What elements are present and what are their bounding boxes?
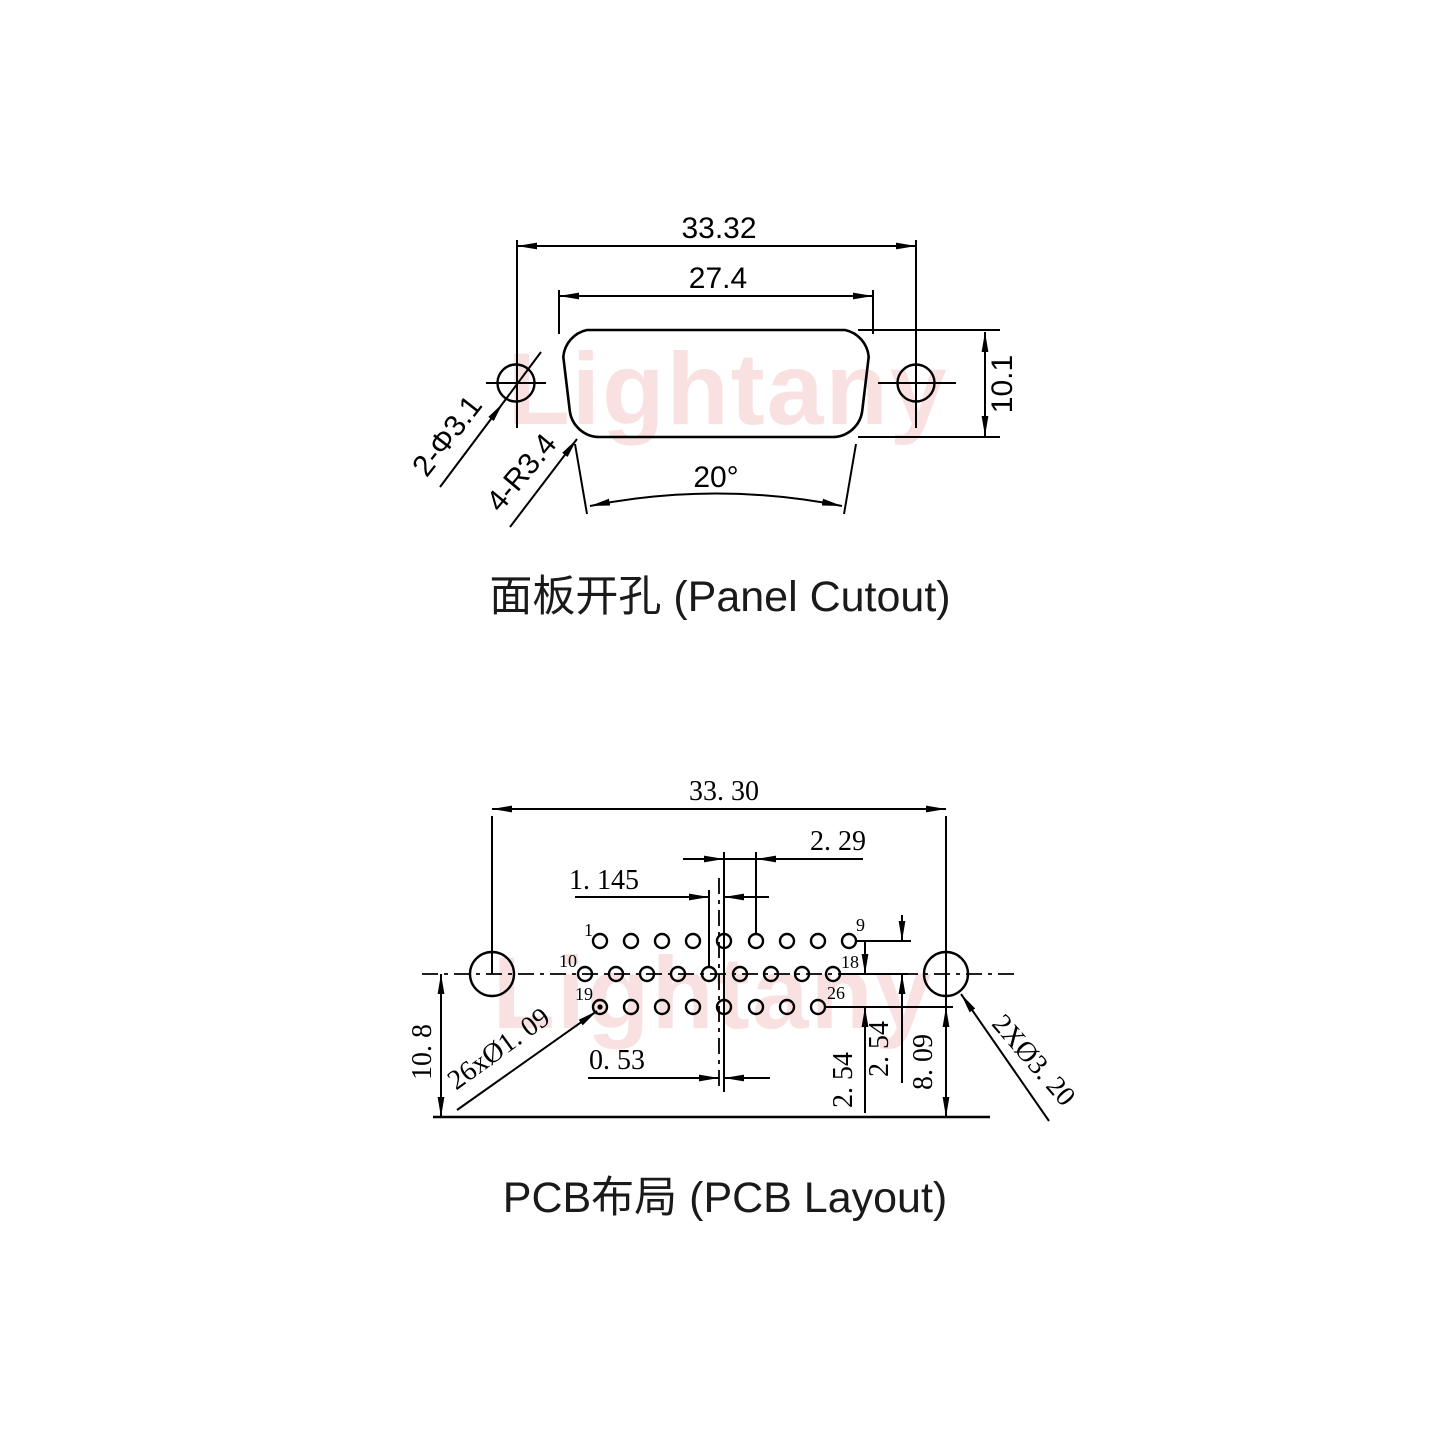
panel-angle-dim: 20°	[574, 443, 857, 515]
pcb-dim-overall-height-label: 10. 8	[407, 1024, 438, 1080]
pin-label-9: 9	[856, 915, 865, 935]
pcb-mount-hole-left	[468, 950, 516, 998]
panel-mount-hole-label: 2-Φ3.1	[406, 390, 489, 483]
pin-label-10: 10	[559, 951, 577, 971]
pin-label-18: 18	[841, 952, 859, 972]
pcb-dim-row-spacing-left-label: 2. 54	[828, 1052, 859, 1108]
panel-cutout-title: 面板开孔 (Panel Cutout)	[489, 573, 950, 621]
panel-dim-outer-width-label: 33.32	[681, 212, 756, 245]
pcb-dim-center-offset-label: 0. 53	[589, 1045, 645, 1076]
panel-dim-outer-width: 33.32	[516, 212, 917, 428]
panel-dim-inner-width-label: 27.4	[689, 262, 747, 295]
panel-dim-height: 10.1	[858, 329, 1019, 438]
panel-angle-label: 20°	[693, 461, 738, 494]
pcb-dim-bottom-row-height: 8. 09	[908, 974, 950, 1117]
pcb-dim-bottom-row-height-label: 8. 09	[908, 1034, 939, 1090]
pcb-dim-row-offset-label: 1. 145	[569, 865, 639, 896]
watermark-text-top: Lightany	[508, 332, 949, 446]
pin-row-1	[591, 932, 858, 950]
pin-label-19: 19	[575, 984, 593, 1004]
pin-number-labels: 1 9 10 18 19 26	[559, 915, 865, 1004]
pcb-dim-row-spacing-left: 2. 54	[828, 941, 869, 1113]
pin-row-2	[576, 965, 842, 983]
pin-row-3	[591, 998, 827, 1016]
pcb-dim-row-spacing-right-label: 2. 54	[864, 1021, 895, 1077]
panel-cutout-drawing: Lightany 33.32 27.4	[406, 212, 1019, 621]
pcb-mount-hole-label: 2XØ3. 20	[985, 1009, 1081, 1113]
pcb-dim-mount-span-label: 33. 30	[689, 776, 759, 807]
pcb-dim-pin-pitch-label: 2. 29	[810, 826, 866, 857]
pcb-column-extension-lines	[708, 852, 757, 1092]
pcb-dim-overall-height: 10. 8	[407, 974, 445, 1117]
pcb-dim-pin-pitch: 2. 29	[683, 826, 866, 863]
pcb-layout-title: PCB布局 (PCB Layout)	[503, 1174, 947, 1222]
pcb-dim-row-offset: 1. 145	[569, 865, 769, 901]
pcb-mount-hole-callout: 2XØ3. 20	[960, 993, 1081, 1122]
panel-dim-height-label: 10.1	[986, 355, 1019, 413]
pin-label-26: 26	[827, 983, 845, 1003]
panel-mount-hole-right	[878, 363, 956, 403]
pcb-dim-row-spacing-right: 2. 54	[864, 915, 906, 1083]
pin-label-1: 1	[584, 920, 593, 940]
watermark-text-bottom: Lightany	[493, 936, 934, 1050]
panel-mount-hole-left	[486, 363, 546, 403]
dsub-cutout-outline	[561, 328, 871, 439]
pcb-layout-drawing: Lightany 33. 30 2. 29	[407, 776, 1081, 1222]
pin-19-center-dot	[597, 1004, 603, 1010]
panel-dim-inner-width: 27.4	[558, 262, 874, 334]
pcb-dim-mount-span: 33. 30	[491, 776, 947, 974]
pcb-dim-center-offset: 0. 53	[588, 1045, 770, 1082]
